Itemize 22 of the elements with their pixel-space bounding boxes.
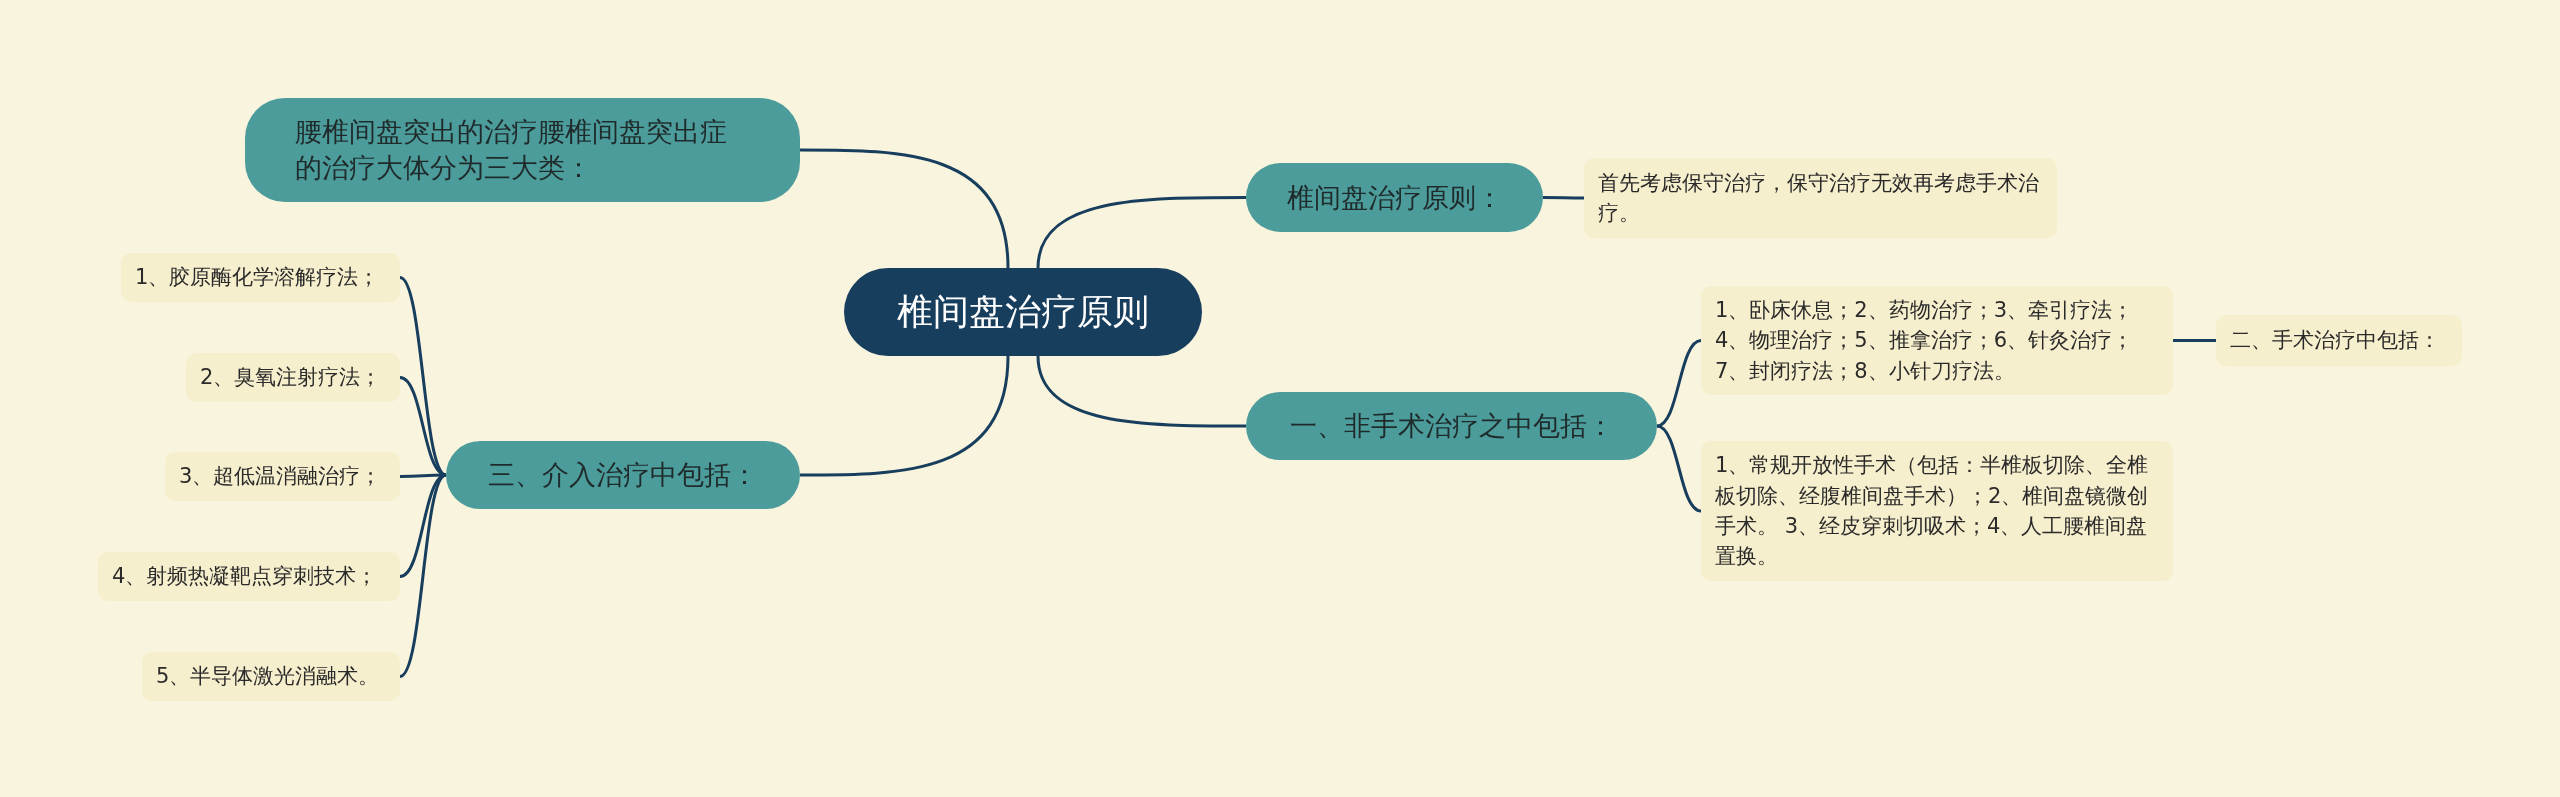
topic-box: 腰椎间盘突出的治疗腰椎间盘突出症的治疗大体分为三大类： <box>245 98 800 202</box>
subtopic-box: 首先考虑保守治疗，保守治疗无效再考虑手术治疗。 <box>1584 158 2057 238</box>
connector-line <box>800 355 1010 477</box>
central-topic-box: 椎间盘治疗原则 <box>844 268 1202 356</box>
connector-line <box>1656 424 1702 513</box>
topic-box: 一、非手术治疗之中包括： <box>1246 392 1657 460</box>
connector-line <box>1036 355 1246 428</box>
subtopic-box: 二、手术治疗中包括： <box>2216 315 2462 366</box>
subtopic-box: 1、卧床休息；2、药物治疗；3、牵引疗法；4、物理治疗；5、推拿治疗；6、针灸治疗；7、封闭疗法；8、小针刀疗法。 <box>1701 286 2173 395</box>
subtopic-box: 1、常规开放性手术（包括：半椎板切除、全椎板切除、经腹椎间盘手术）；2、椎间盘镜微创手术。 3、经皮穿刺切吸术；4、人工腰椎间盘置换。 <box>1701 441 2173 581</box>
subtopic-box: 5、半导体激光消融术。 <box>142 652 400 701</box>
subtopic-box: 2、臭氧注射疗法； <box>186 353 400 402</box>
connector-line <box>2173 339 2216 342</box>
subtopic-box: 3、超低温消融治疗； <box>165 452 400 501</box>
topic-box: 椎间盘治疗原则： <box>1246 163 1543 232</box>
connector-line <box>1036 196 1246 269</box>
topic-box: 三、介入治疗中包括： <box>446 441 800 509</box>
connector-line <box>1543 196 1584 200</box>
subtopic-box: 4、射频热凝靶点穿刺技术； <box>98 552 400 601</box>
subtopic-box: 1、胶原酶化学溶解疗法； <box>121 253 400 302</box>
connector-line <box>1656 339 1702 428</box>
connector-line <box>800 148 1010 269</box>
